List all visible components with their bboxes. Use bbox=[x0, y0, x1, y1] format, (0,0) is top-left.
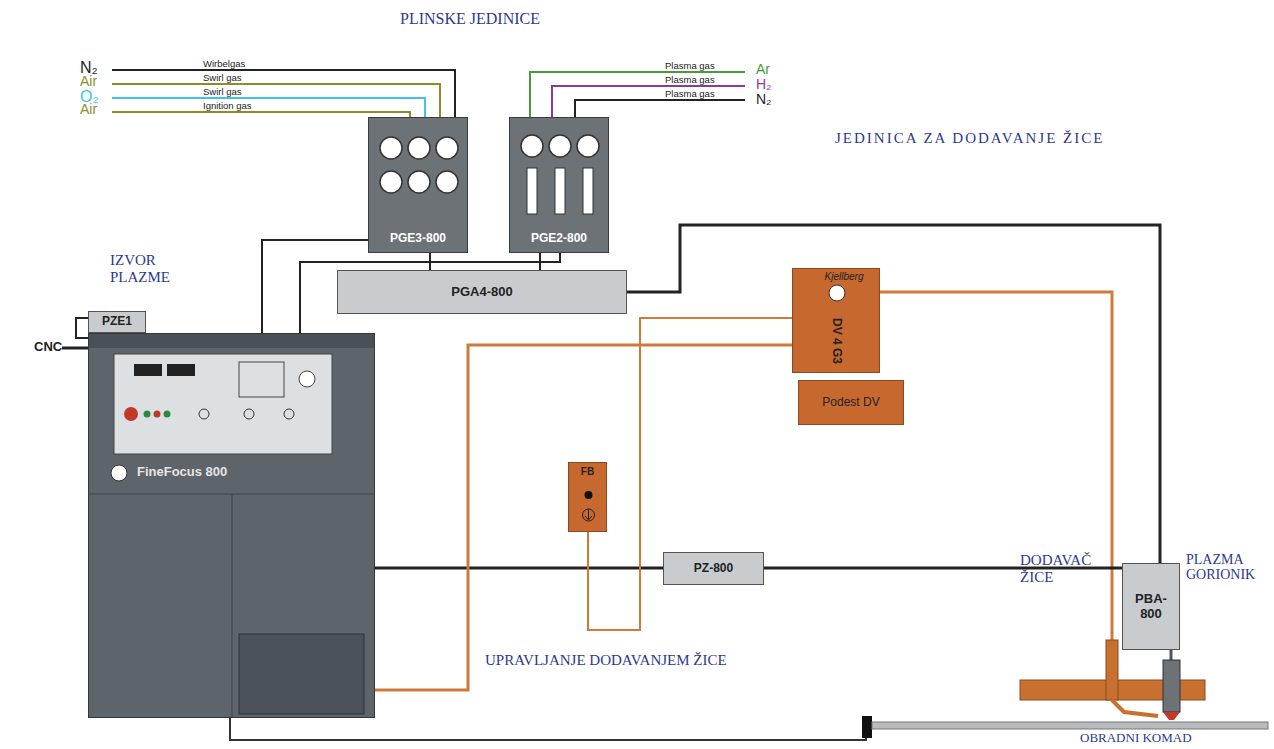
valve-symbol bbox=[527, 168, 537, 214]
cable-connector bbox=[76, 318, 88, 338]
unit-label: PGE2-800 bbox=[531, 232, 587, 246]
knob bbox=[299, 371, 315, 387]
wire-feeder bbox=[1106, 640, 1118, 700]
unit-label: PGA4-800 bbox=[451, 285, 512, 300]
wire-feed-cable bbox=[880, 292, 1112, 640]
unit-label: PGE3-800 bbox=[390, 232, 446, 246]
main-switch bbox=[111, 465, 127, 481]
indicator-lamp bbox=[144, 411, 151, 418]
knob bbox=[284, 409, 294, 419]
valve-symbol bbox=[583, 168, 593, 214]
indicator-lamp bbox=[164, 411, 171, 418]
control-knob bbox=[583, 509, 595, 521]
knob bbox=[244, 409, 254, 419]
valve-symbol bbox=[436, 171, 458, 193]
section-heading: UPRAVLJANJE DODAVANJEM ŽICE bbox=[485, 652, 727, 669]
gas-name: N₂ bbox=[756, 92, 772, 107]
gas-function: Ignition gas bbox=[203, 100, 252, 111]
valve-symbol bbox=[555, 168, 565, 214]
unit-label: FB bbox=[581, 466, 594, 478]
gas-line bbox=[112, 70, 455, 117]
gas-function: Plasma gas bbox=[665, 74, 715, 85]
torch-connection-box: PBA-800 bbox=[1122, 563, 1180, 650]
cable-socket bbox=[829, 285, 845, 301]
gas-line bbox=[530, 72, 745, 117]
gas-name: Ar bbox=[756, 62, 770, 77]
control-button bbox=[585, 491, 593, 499]
unit-label: Kjellberg bbox=[825, 271, 864, 283]
gas-function: Wirbelgas bbox=[203, 58, 245, 69]
section-heading: IZVOR PLAZME bbox=[110, 252, 200, 285]
stand-box: Podest DV bbox=[798, 380, 904, 425]
cnc-line bbox=[62, 347, 88, 350]
display bbox=[167, 364, 195, 376]
gas-unit: PGE2-800 bbox=[509, 117, 609, 253]
unit-label: Podest DV bbox=[822, 396, 879, 410]
gas-function: Swirl gas bbox=[203, 72, 242, 83]
ground-clamp bbox=[862, 716, 872, 738]
door-line bbox=[232, 494, 233, 717]
workpiece-bar bbox=[872, 722, 1268, 729]
gas-function: Plasma gas bbox=[665, 88, 715, 99]
signal-name: CNC bbox=[34, 340, 62, 354]
section-heading: JEDINICA ZA DODAVANJE ŽICE bbox=[835, 130, 1135, 147]
valve-symbol bbox=[549, 135, 571, 157]
feeder-nozzle bbox=[1112, 700, 1158, 716]
unit-label: PZ-800 bbox=[694, 562, 733, 576]
section-heading: PLAZMA GORIONIK bbox=[1186, 552, 1270, 583]
indicator-lamp bbox=[154, 411, 161, 418]
valve-symbol bbox=[380, 137, 402, 159]
unit-label: FineFocus 800 bbox=[137, 465, 227, 480]
gas-line bbox=[112, 84, 440, 117]
section-heading: PLINSKE JEDINICE bbox=[400, 10, 540, 28]
unit-label: PBA-800 bbox=[1127, 592, 1175, 622]
ignition-box: PZ-800 bbox=[663, 552, 764, 585]
section-heading: DODAVAČ ŽICE bbox=[1020, 552, 1105, 585]
gas-name: Air bbox=[80, 74, 97, 89]
top-band bbox=[89, 334, 374, 348]
gas-unit: PGE3-800 bbox=[368, 117, 468, 253]
valve-symbol bbox=[408, 171, 430, 193]
section-heading: OBRADNI KOMAD bbox=[1080, 731, 1192, 745]
cable-connector bbox=[539, 253, 541, 270]
gas-console: PGA4-800 bbox=[337, 270, 627, 314]
valve-symbol bbox=[521, 135, 543, 157]
gas-line bbox=[112, 98, 425, 117]
unit-detail bbox=[89, 334, 374, 717]
gas-line bbox=[575, 100, 745, 117]
wire-feed-unit: Kjellberg DV 4 G3 bbox=[792, 268, 880, 373]
torch-tip bbox=[1163, 712, 1180, 720]
valve-symbol bbox=[408, 137, 430, 159]
cable-connector bbox=[429, 253, 431, 270]
gas-name: Air bbox=[80, 102, 97, 117]
valve-symbol bbox=[577, 135, 599, 157]
screen bbox=[239, 362, 284, 397]
gas-line bbox=[552, 86, 745, 117]
button bbox=[124, 407, 138, 421]
unit-label: DV 4 G3 bbox=[829, 318, 843, 364]
cable-connector bbox=[375, 567, 663, 570]
gas-function: Plasma gas bbox=[665, 60, 715, 71]
display bbox=[134, 364, 162, 376]
gas-name: H₂ bbox=[756, 77, 772, 92]
interface-box: PZE1 bbox=[88, 311, 146, 333]
cable-connector bbox=[627, 225, 1160, 563]
valve-symbol bbox=[380, 171, 402, 193]
service-opening bbox=[239, 634, 364, 714]
plasma-torch bbox=[1163, 660, 1180, 712]
torch-mount bbox=[1170, 650, 1173, 660]
arrow-icon bbox=[585, 509, 592, 520]
knob bbox=[199, 409, 209, 419]
control-panel bbox=[114, 354, 332, 454]
gas-function: Swirl gas bbox=[203, 86, 242, 97]
valve-symbol bbox=[436, 137, 458, 159]
cable-connector bbox=[375, 345, 792, 690]
gas-line bbox=[112, 112, 410, 117]
plasma-source: FineFocus 800 bbox=[88, 333, 375, 718]
cable-connector bbox=[588, 318, 792, 630]
remote-control: FB bbox=[568, 462, 607, 532]
ground-cable bbox=[230, 718, 866, 740]
unit-label: PZE1 bbox=[102, 315, 132, 329]
